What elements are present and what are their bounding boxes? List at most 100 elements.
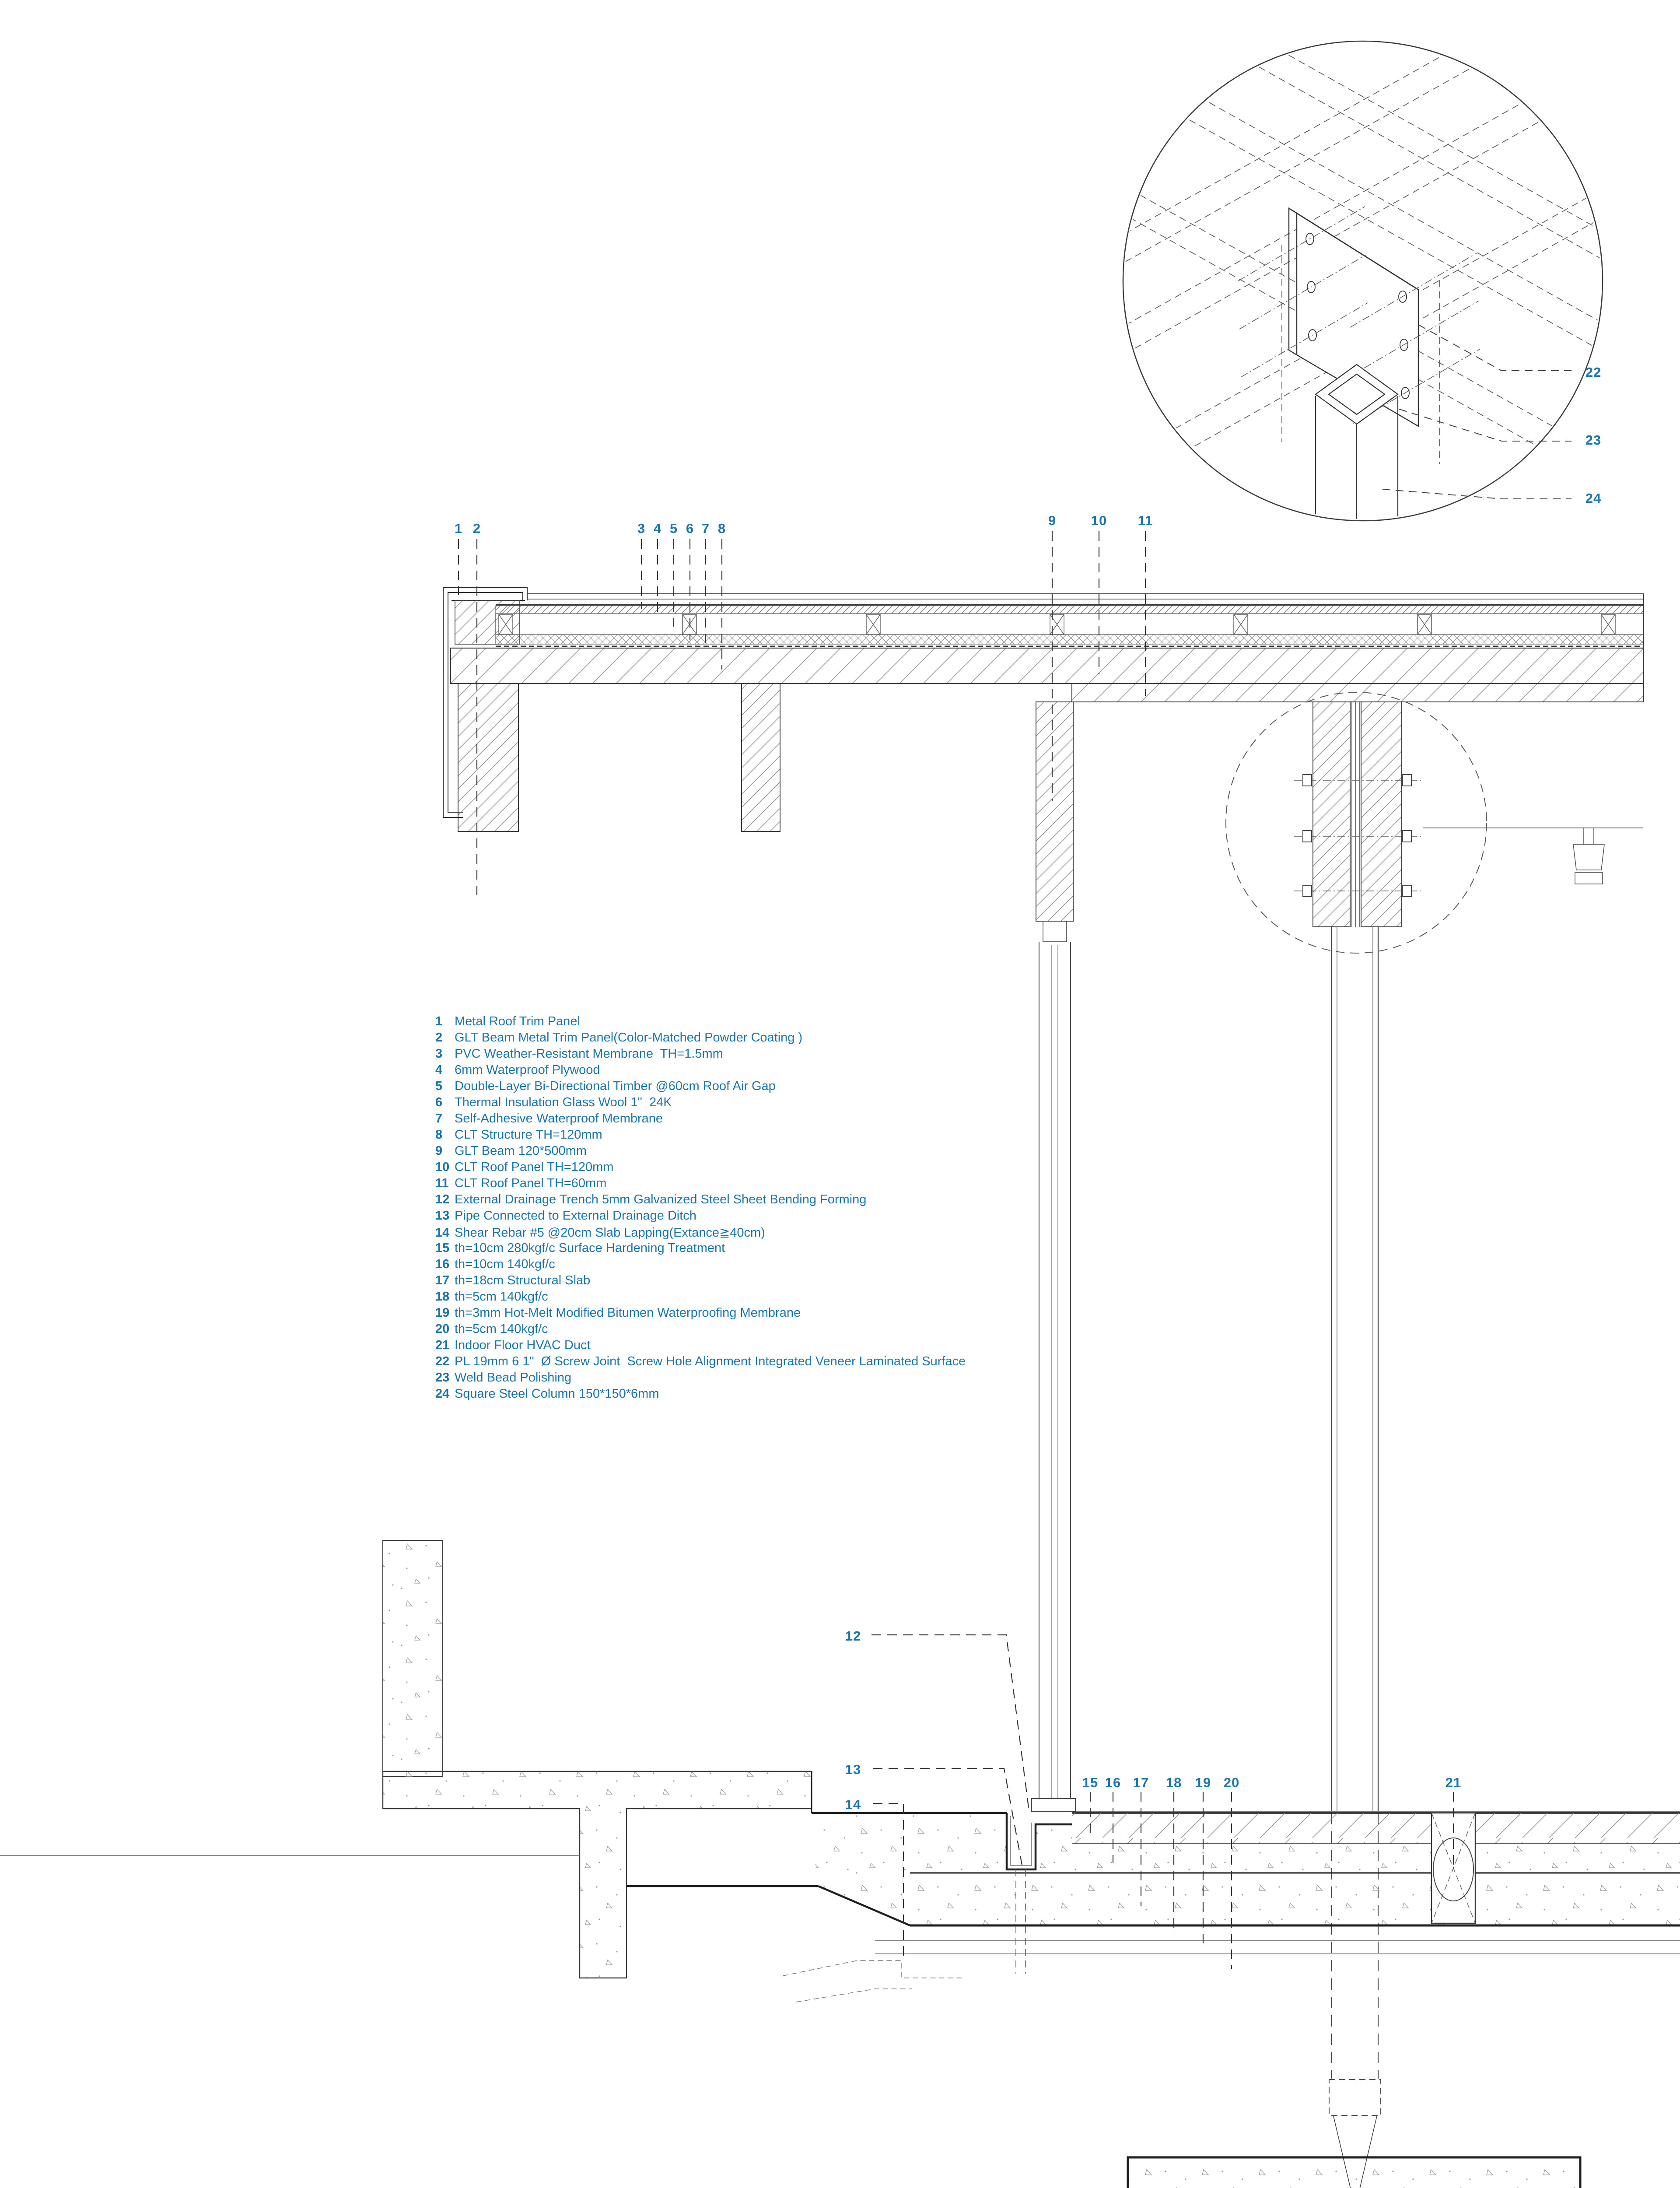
left-slab-and-stem (382, 1771, 812, 1979)
legend-item-text: Weld Bead Polishing (455, 1371, 572, 1385)
legend-item-text: GLT Beam Metal Trim Panel(Color-Matched … (455, 1031, 803, 1045)
light-fixture (1573, 828, 1605, 884)
legend-item-number: 22 (435, 1354, 450, 1368)
legend-item-7: 7 Self-Adhesive Waterproof Membrane (435, 1112, 1092, 1128)
clt-panel-60 (1071, 683, 1644, 702)
callout-leaders (458, 531, 1454, 1969)
legend-item-number: 11 (435, 1176, 449, 1190)
legend-item-23: 23 Weld Bead Polishing (435, 1371, 1092, 1387)
legend-item-text: th=10cm 280kgf/c Surface Hardening Treat… (455, 1241, 725, 1255)
legend-item-text: Square Steel Column 150*150*6mm (455, 1387, 659, 1401)
roof-membrane-plywood-band (495, 605, 1644, 614)
legend-item-number: 5 (435, 1079, 443, 1093)
legend-item-number: 17 (435, 1273, 450, 1287)
legend-item-3: 3 PVC Weather-Resistant Membrane TH=1.5mm (435, 1047, 1092, 1063)
foundation-section (0, 1540, 1680, 2188)
legend-item-text: PL 19mm 6 1" Ø Screw Joint Screw Hole Al… (455, 1354, 966, 1368)
square-steel-column-section (1329, 927, 1381, 2188)
legend-item-text: Pipe Connected to External Drainage Ditc… (455, 1209, 696, 1223)
legend-item-10: 10 CLT Roof Panel TH=120mm (435, 1160, 1092, 1176)
clt-panel-120 (450, 647, 1645, 684)
legend-item-11: 11 CLT Roof Panel TH=60mm (435, 1176, 1092, 1192)
legend-item-text: Shear Rebar #5 @20cm Slab Lapping(Extanc… (455, 1226, 765, 1240)
detail-reference-circle (1225, 692, 1487, 954)
column-footing (1127, 2156, 1582, 2188)
legend-item-number: 12 (435, 1192, 450, 1206)
legend-item-number: 24 (435, 1387, 450, 1401)
axon-leaders (1382, 324, 1572, 499)
legend-item-number: 23 (435, 1371, 450, 1385)
axon-detail-bubble (1122, 40, 1603, 522)
legend-item-text: 6mm Waterproof Plywood (455, 1063, 600, 1077)
legend-item-21: 21 Indoor Floor HVAC Duct (435, 1338, 1092, 1354)
legend-item-17: 17 th=18cm Structural Slab (435, 1273, 1092, 1290)
legend-item-5: 5 Double-Layer Bi-Directional Timber @60c… (435, 1079, 1092, 1095)
legend-item-text: Self-Adhesive Waterproof Membrane (455, 1112, 663, 1126)
legend-item-8: 8 CLT Structure TH=120mm (435, 1128, 1092, 1144)
legend-item-22: 22 PL 19mm 6 1" Ø Screw Joint Screw Hole … (435, 1354, 1092, 1371)
legend-item-text: CLT Roof Panel TH=120mm (455, 1160, 614, 1174)
legend-item-number: 10 (435, 1160, 450, 1174)
legend-item-text: th=18cm Structural Slab (455, 1273, 591, 1287)
legend-item-19: 19 th=3mm Hot-Melt Modified Bitumen Water… (435, 1306, 1092, 1322)
bolt-holes (1306, 233, 1410, 399)
drain-pipe (1015, 1869, 1026, 1974)
steel-plate (1288, 207, 1419, 428)
legend-item-number: 15 (435, 1241, 450, 1255)
legend-item-number: 13 (435, 1209, 450, 1223)
legend-item-9: 9 GLT Beam 120*500mm (435, 1144, 1092, 1160)
legend-item-text: CLT Roof Panel TH=60mm (455, 1176, 607, 1190)
legend-item-number: 21 (435, 1338, 450, 1352)
legend-item-13: 13 Pipe Connected to External Drainage Di… (435, 1209, 1092, 1225)
legend-item-15: 15 th=10cm 280kgf/c Surface Hardening Tre… (435, 1241, 1092, 1257)
legend-item-text: PVC Weather-Resistant Membrane TH=1.5mm (455, 1047, 723, 1061)
timber-blocking (495, 614, 1616, 635)
bolt-axes (1238, 206, 1480, 424)
connection-bolts (1294, 774, 1421, 897)
column-collar (1315, 364, 1399, 425)
glt-beam-cut-left (458, 683, 519, 832)
legend-item-text: th=10cm 140kgf/c (455, 1257, 555, 1271)
legend-item-number: 1 (435, 1014, 443, 1028)
legend-item-number: 8 (435, 1128, 443, 1142)
glt-beam-glazing-line (1036, 701, 1074, 922)
legend-item-number: 19 (435, 1306, 450, 1320)
legend-item-number: 16 (435, 1257, 450, 1271)
legend-item-number: 3 (435, 1047, 443, 1061)
legend-item-12: 12 External Drainage Trench 5mm Galvanize… (435, 1192, 1092, 1209)
left-retaining-wall (382, 1540, 443, 1777)
legend-item-number: 4 (435, 1063, 443, 1077)
legend-item-text: th=5cm 140kgf/c (455, 1322, 548, 1336)
legend-item-number: 7 (435, 1112, 443, 1126)
legend-item-text: Metal Roof Trim Panel (455, 1014, 580, 1028)
legend-item-text: th=3mm Hot-Melt Modified Bitumen Waterpr… (455, 1306, 801, 1320)
roof-section (443, 587, 1645, 954)
surface-hardening-screed (1072, 1813, 1680, 1844)
legend-item-number: 2 (435, 1031, 443, 1045)
legend-item-4: 4 6mm Waterproof Plywood (435, 1063, 1092, 1079)
legend-item-text: Thermal Insulation Glass Wool 1" 24K (455, 1095, 672, 1109)
legend-item-text: GLT Beam 120*500mm (455, 1144, 587, 1158)
legend-item-text: Indoor Floor HVAC Duct (455, 1338, 591, 1352)
legend-item-16: 16 th=10cm 140kgf/c (435, 1257, 1092, 1273)
legend-item-text: Double-Layer Bi-Directional Timber @60cm… (455, 1079, 776, 1093)
legend-item-1: 1 Metal Roof Trim Panel (435, 1014, 1092, 1031)
legend-item-text: th=5cm 140kgf/c (455, 1290, 548, 1304)
legend-item-text: External Drainage Trench 5mm Galvanized … (455, 1192, 867, 1206)
legend-item-14: 14 Shear Rebar #5 @20cm Slab Lapping(Exta… (435, 1225, 1092, 1241)
glt-beam-cut-mid (741, 683, 780, 832)
drainage-trench-outline (1005, 1813, 1072, 1871)
legend-item-number: 18 (435, 1290, 450, 1304)
legend-item-number: 9 (435, 1144, 443, 1158)
beam-column-connection (1225, 692, 1487, 954)
legend-item-number: 14 (435, 1226, 450, 1240)
legend-item-18: 18 th=5cm 140kgf/c (435, 1290, 1092, 1306)
legend: 1 Metal Roof Trim Panel 2 GLT Beam Metal Tr… (435, 1014, 1092, 1403)
trench-steel-lining (1010, 1816, 1032, 1866)
legend-item-text: CLT Structure TH=120mm (455, 1128, 602, 1142)
